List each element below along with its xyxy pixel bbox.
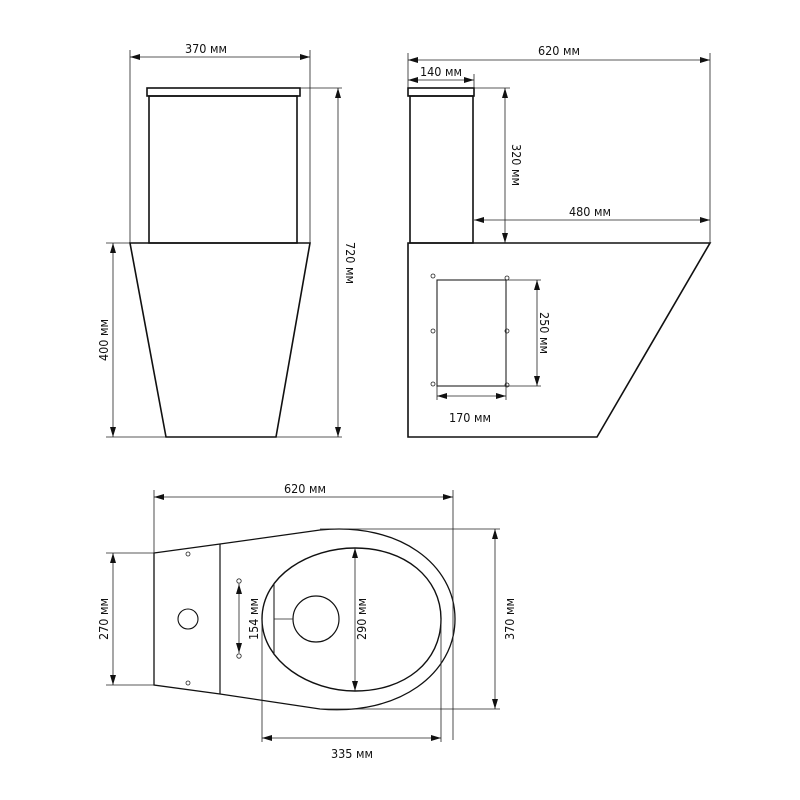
side-view: 620 мм 140 мм 320 мм 480 мм 250 мм 170 м… — [407, 43, 712, 438]
hole — [430, 381, 436, 387]
outlet-width-label: 170 мм — [449, 410, 491, 425]
bowl-outline-top — [153, 528, 456, 711]
total-height-label: 720 мм — [343, 242, 358, 284]
hole — [504, 328, 510, 334]
front-view: 370 мм 720 мм 400 мм — [96, 41, 358, 438]
hole — [430, 328, 436, 334]
bolt-spacing-label: 154 мм — [246, 598, 261, 640]
tank-width-label: 270 мм — [96, 598, 111, 640]
drain-hole — [292, 595, 340, 643]
tank-depth-label: 140 мм — [420, 64, 462, 79]
bowl-height-label: 400 мм — [96, 319, 111, 361]
tank-body — [148, 95, 298, 244]
bowl-front — [129, 242, 311, 438]
hole — [185, 680, 191, 686]
flush-button — [177, 608, 199, 630]
bolt-hole — [236, 653, 242, 659]
tank-lid — [407, 87, 475, 97]
bowl-width-label: 370 мм — [502, 598, 517, 640]
outlet-opening — [436, 279, 507, 387]
hole — [430, 273, 436, 279]
seat-width-label: 290 мм — [354, 598, 369, 640]
tank-body — [409, 95, 474, 244]
mounting-holes — [430, 273, 510, 388]
bolt-hole — [236, 578, 242, 584]
hole — [185, 551, 191, 557]
top-view: 620 мм 270 мм 154 мм 290 мм 370 мм 335 м… — [96, 481, 517, 761]
length-label: 620 мм — [284, 481, 326, 496]
hole — [504, 382, 510, 388]
outlet-height-label: 250 мм — [537, 312, 552, 354]
depth-label: 620 мм — [538, 43, 580, 58]
seat-opening — [261, 547, 442, 692]
width-label: 370 мм — [185, 41, 227, 56]
bowl-projection-label: 480 мм — [569, 204, 611, 219]
hole — [504, 275, 510, 281]
seat-length-label: 335 мм — [331, 746, 373, 761]
tank-height-label: 320 мм — [509, 144, 524, 186]
bowl-side — [407, 242, 712, 438]
tank-lid — [146, 87, 301, 97]
